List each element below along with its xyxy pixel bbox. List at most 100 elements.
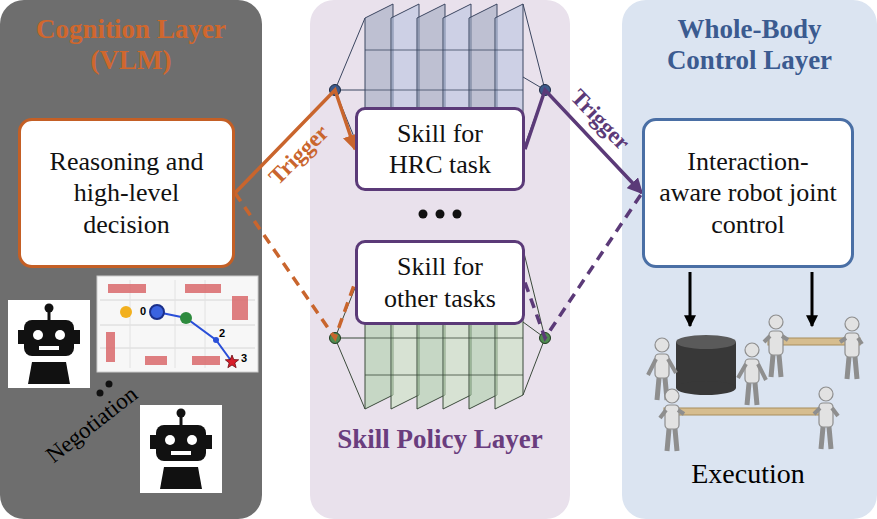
network-stack — [417, 4, 445, 164]
humanoid-robot — [814, 387, 838, 449]
route-map — [120, 306, 132, 318]
humanoid-robot — [814, 408, 838, 416]
box-text: Reasoning and high-level decision — [35, 146, 218, 240]
robot-icon — [160, 467, 202, 489]
humanoid-robot — [771, 355, 781, 377]
process-box: Interaction-aware robot joint control — [642, 118, 854, 268]
humanoid-robot — [769, 331, 783, 355]
down-arrow — [811, 272, 814, 326]
carried-barrel — [676, 335, 736, 395]
network-stack — [335, 338, 365, 409]
humanoid-robot — [819, 387, 833, 401]
humanoid-robot — [660, 410, 684, 418]
humanoid-robot — [738, 364, 766, 380]
humanoid-robot — [821, 427, 831, 449]
waypoint-number: 0 — [140, 305, 146, 318]
robot-icon — [187, 435, 197, 445]
carried-board — [664, 408, 832, 415]
negotiation-dots — [106, 381, 113, 388]
route-map — [100, 300, 255, 348]
humanoid-robot — [745, 343, 759, 357]
robot-icon — [24, 320, 74, 356]
network-stack — [365, 300, 523, 375]
network-stack — [330, 4, 551, 164]
dashed-trigger-line — [235, 193, 355, 338]
robot-icon — [140, 405, 222, 493]
network-stack — [469, 4, 497, 164]
negotiation-dots — [97, 390, 104, 397]
dashed-trigger-line — [525, 193, 642, 338]
robot-icon — [206, 435, 212, 449]
carried-barrel — [676, 335, 736, 349]
route-map — [145, 356, 167, 365]
humanoid-robot — [840, 338, 862, 344]
route-map — [97, 276, 258, 372]
down-arrow — [689, 272, 692, 326]
ellipsis-dots — [453, 210, 462, 219]
robot-icon — [45, 304, 54, 313]
network-stack — [523, 4, 545, 90]
carried-barrel — [676, 381, 736, 395]
humanoid-robot — [660, 389, 684, 451]
route-map — [180, 312, 192, 324]
humanoid-robot — [648, 359, 676, 375]
route-map — [185, 284, 221, 293]
robot-icon — [8, 300, 90, 388]
network-stack — [365, 50, 523, 130]
route-map — [108, 284, 146, 293]
robot-icon — [177, 409, 186, 418]
ellipsis-dots — [436, 210, 445, 219]
network-stack — [443, 249, 471, 409]
humanoid-robot — [655, 338, 669, 352]
layer-panel: Whole-Body Control LayerInteraction-awar… — [622, 0, 877, 519]
robot-icon — [156, 425, 206, 461]
network-stack — [365, 4, 393, 164]
humanoid-robot — [655, 354, 669, 378]
route-map — [106, 332, 115, 362]
robot-icon — [165, 435, 175, 445]
humanoid-robot — [648, 315, 862, 451]
route-map — [225, 355, 238, 368]
box-text: Interaction-aware robot joint control — [659, 146, 837, 240]
network-stack — [469, 249, 497, 409]
network-stack — [523, 249, 545, 338]
humanoid-robot — [764, 336, 788, 342]
route-map — [213, 337, 219, 343]
humanoid-robot — [747, 383, 757, 405]
robot-icon — [18, 330, 24, 344]
robot-icon — [140, 405, 222, 493]
robot-icon — [33, 330, 43, 340]
network-stack — [495, 4, 523, 164]
humanoid-robot — [845, 317, 859, 331]
ellipsis-dots — [419, 210, 428, 219]
waypoint-number: 3 — [241, 352, 247, 365]
waypoint-number: 2 — [219, 327, 225, 340]
network-stack — [443, 4, 471, 164]
network-stack — [335, 18, 365, 90]
execution-label: Execution — [691, 458, 805, 490]
box-text: Skill for HRC task — [378, 118, 502, 180]
trigger-arrow — [235, 90, 355, 193]
process-box: Reasoning and high-level decision — [18, 118, 235, 268]
humanoid-robot — [764, 315, 788, 377]
humanoid-robot — [667, 429, 677, 451]
box-text: Skill for other tasks — [378, 251, 502, 313]
humanoid-robot — [745, 359, 759, 383]
robot-icon — [8, 300, 90, 388]
humanoid-robot — [840, 317, 862, 379]
humanoid-robot — [738, 343, 766, 405]
network-stack — [495, 249, 523, 409]
robot-icon — [74, 330, 80, 344]
down-arrow — [690, 272, 812, 326]
robot-icon — [171, 451, 191, 455]
network-stack — [523, 338, 545, 395]
robot-icon — [55, 330, 65, 340]
skill-box: Skill for other tasks — [355, 240, 525, 325]
humanoid-robot — [665, 389, 679, 403]
layer-title: Whole-Body Control Layer — [636, 14, 863, 76]
robot-icon — [39, 346, 59, 350]
robot-icon — [150, 435, 156, 449]
route-map — [97, 276, 258, 372]
network-stack — [391, 4, 419, 164]
